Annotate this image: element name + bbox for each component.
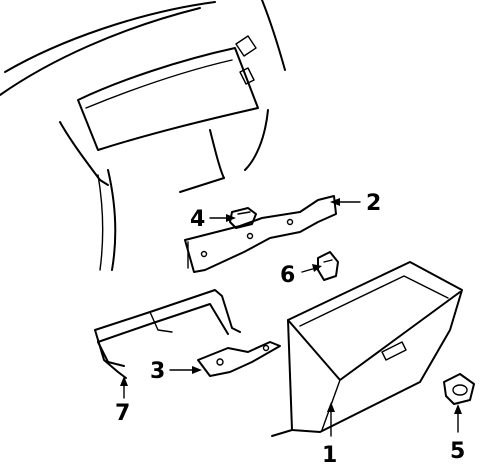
part-2-bracket — [184, 195, 337, 273]
callout-2: 2 — [366, 191, 381, 216]
leader-lines — [120, 198, 462, 437]
callout-6: 6 — [280, 263, 295, 288]
callout-1: 1 — [322, 443, 337, 468]
callout-7: 7 — [115, 401, 130, 426]
part-4-clip — [229, 207, 257, 229]
part-6-bumper — [317, 251, 339, 281]
dashboard-panel — [0, 0, 286, 271]
callout-3: 3 — [150, 359, 165, 384]
part-3-latch-bracket — [197, 341, 281, 377]
part-5-lock-cylinder — [443, 373, 475, 405]
part-7-support-rod — [94, 289, 241, 379]
callout-4: 4 — [190, 207, 205, 232]
callout-5: 5 — [450, 439, 465, 464]
callout-labels: 1 2 3 4 5 6 7 — [115, 191, 465, 468]
part-1-glove-box-bin — [271, 261, 463, 437]
